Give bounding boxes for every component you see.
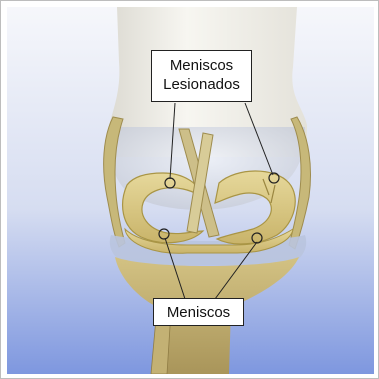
label-menisci-text: Meniscos <box>154 303 243 322</box>
label-torn-menisci-line2: Lesionados <box>152 75 251 94</box>
label-torn-menisci: Meniscos Lesionados <box>151 50 252 102</box>
label-torn-menisci-line1: Meniscos <box>152 56 251 75</box>
label-menisci: Meniscos <box>153 298 244 326</box>
